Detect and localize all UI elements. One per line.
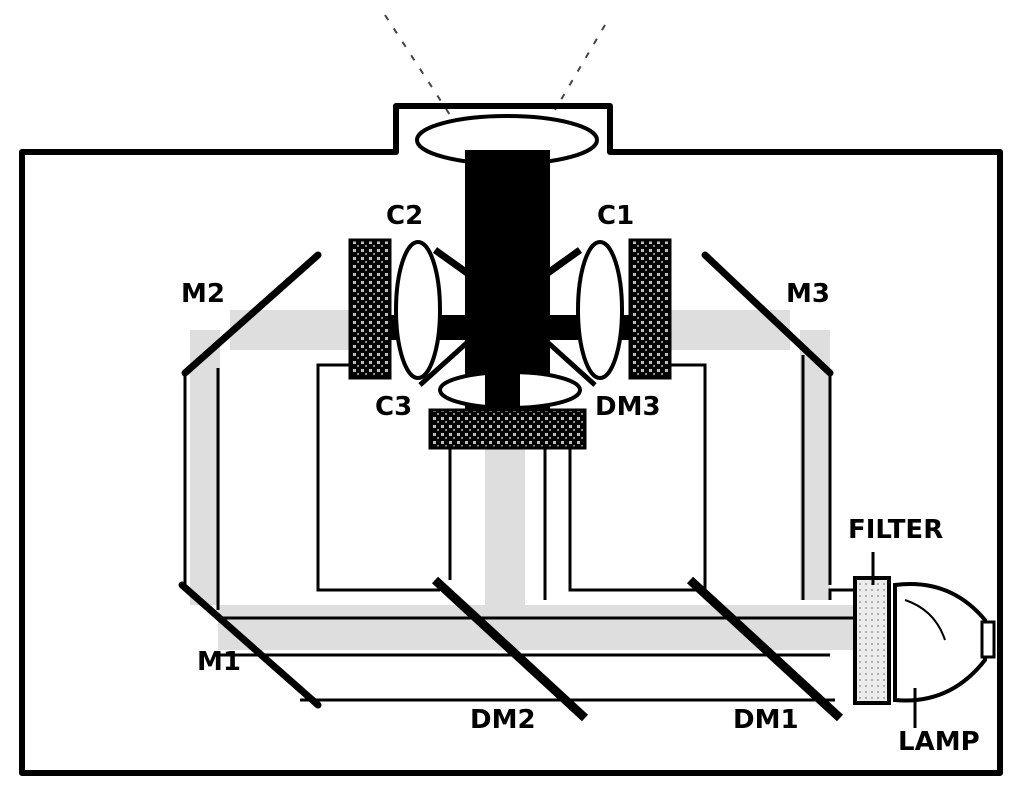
leader-lines	[871, 552, 917, 728]
label-m2: M2	[181, 279, 225, 309]
projection-rays	[384, 14, 606, 116]
dichroic-prism-dm3	[418, 247, 597, 387]
mirror-m2	[181, 251, 322, 585]
lamp	[893, 582, 996, 703]
dichroic-dm2	[431, 576, 589, 722]
label-c1: C1	[597, 201, 634, 231]
label-filter: FILTER	[848, 515, 943, 545]
dichroic-dm1	[686, 576, 844, 722]
condenser-lens-c2	[394, 240, 442, 380]
label-m3: M3	[786, 279, 830, 309]
lcd-panel-bottom	[428, 408, 587, 450]
projector-housing	[19, 103, 1003, 776]
label-m1: M1	[197, 647, 241, 677]
mirror-m3	[701, 251, 834, 585]
label-dm2: DM2	[470, 705, 536, 735]
lcd-panel-left	[348, 238, 392, 380]
label-lamp: LAMP	[898, 727, 980, 757]
label-c2: C2	[386, 201, 423, 231]
lcd-panel-right	[628, 238, 672, 380]
mirror-m1	[178, 581, 322, 709]
filter	[853, 576, 891, 705]
label-c3: C3	[375, 392, 412, 422]
label-dm1: DM1	[733, 705, 799, 735]
condenser-lens-c1	[576, 240, 624, 380]
frame-lines	[216, 355, 856, 702]
label-dm3: DM3	[595, 392, 661, 422]
